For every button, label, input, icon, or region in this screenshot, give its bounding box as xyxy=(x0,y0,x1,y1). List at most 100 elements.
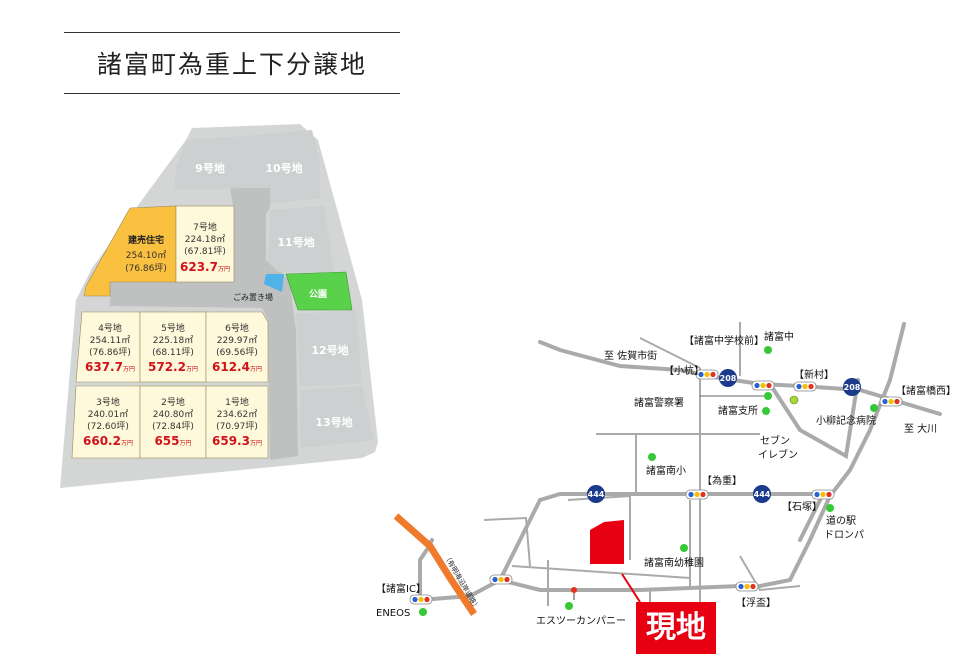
label-seven-1: セブン xyxy=(760,434,790,447)
signal-icon xyxy=(793,381,817,392)
route-208-b-label: 208 xyxy=(844,383,861,392)
route-444-shield-b: 444 xyxy=(753,485,771,503)
lot-5-tsubo: (68.11坪) xyxy=(152,347,194,358)
lot-1-tsubo: (70.97坪) xyxy=(216,421,258,432)
lot-5-name: 5号地 xyxy=(161,322,185,334)
genchi-badge xyxy=(636,602,716,654)
lot-11 xyxy=(268,206,334,272)
label-moroomi-hashinishi: 【諸富橋西】 xyxy=(896,384,956,397)
area-map: （有明海沿岸道路） 208 208 444 444 xyxy=(376,322,956,627)
lot-3-name: 3号地 xyxy=(96,396,120,408)
lot-4-price-text: 637.7万円 xyxy=(85,360,135,374)
lot-7-area: 224.18㎡ xyxy=(185,234,226,245)
signal-icon xyxy=(695,369,719,380)
lot-2-price: 655 xyxy=(154,434,179,448)
landmark-icon xyxy=(762,407,770,415)
route-208-shield-b: 208 xyxy=(843,378,861,396)
lot-3-price-unit: 万円 xyxy=(121,440,133,447)
lot-2[interactable] xyxy=(139,385,207,459)
lot-3-price: 660.2 xyxy=(83,434,121,448)
label-seven-2: イレブン xyxy=(758,448,798,461)
route-208-shield-a: 208 xyxy=(719,369,737,387)
expressway-label: （有明海沿岸道路） xyxy=(442,553,481,612)
landmark-icon xyxy=(826,504,834,512)
label-ukisato: 【浮盃】 xyxy=(736,597,776,609)
landmark-dots xyxy=(419,346,878,616)
title-frame: 諸富町為重上下分譲地 xyxy=(64,32,400,94)
lot-built-house-tsubo: (76.86坪) xyxy=(125,263,167,274)
lot-7-price-unit: 万円 xyxy=(218,266,230,273)
signal-icon xyxy=(409,594,433,605)
garbage-area xyxy=(264,274,284,292)
site-pointer xyxy=(621,573,641,603)
lot-built-house-area: 254.10㎡ xyxy=(126,250,167,261)
label-shinmura: 【新村】 xyxy=(794,368,834,381)
lot-9 xyxy=(174,136,246,190)
gray-lots xyxy=(174,130,374,448)
label-tameshige: 【為重】 xyxy=(702,474,742,487)
landmark-icon xyxy=(565,602,573,610)
landmark-icon xyxy=(419,608,427,616)
label-moroomi-chugakko-mae: 【諸富中学校前】 xyxy=(684,334,764,347)
lot-7[interactable] xyxy=(175,205,235,283)
lot-4-tsubo: (76.86坪) xyxy=(89,347,131,358)
lot-1-name: 1号地 xyxy=(225,396,249,408)
label-ishizuka: 【石塚】 xyxy=(782,501,822,513)
landmark-icon xyxy=(764,392,772,400)
label-michi-no-eki-2: ドロンパ xyxy=(824,529,864,541)
gas-station-icon xyxy=(571,587,577,600)
label-okawa: 至 大川 xyxy=(904,422,937,435)
lot-5-price: 572.2 xyxy=(148,360,186,374)
landmark-icon xyxy=(648,453,656,461)
lot-5-area: 225.18㎡ xyxy=(153,335,194,346)
garbage-label: ごみ置き場 xyxy=(233,292,273,302)
site-marker[interactable] xyxy=(590,520,624,564)
label-minami-sho: 諸富南小 xyxy=(646,464,686,477)
park-label: 公園 xyxy=(309,289,327,300)
label-moroomi-chu: 諸富中 xyxy=(764,330,794,343)
label-es-company: エスツーカンパニー xyxy=(536,615,626,627)
lot-3-tsubo: (72.60坪) xyxy=(87,421,129,432)
label-koyanagi: 小柳記念病院 xyxy=(816,414,876,427)
lot-7-price-text: 623.7万円 xyxy=(180,260,230,274)
signal-icon xyxy=(735,581,759,592)
label-minami-youchien: 諸富南幼稚園 xyxy=(644,556,704,569)
route-444-b-label: 444 xyxy=(754,490,771,499)
label-moroomi-shisho: 諸富支所 xyxy=(718,404,758,417)
lot-built-house-name: 建売住宅 xyxy=(128,234,164,246)
lot-6[interactable] xyxy=(205,311,269,383)
lot-5[interactable] xyxy=(139,311,207,383)
label-moroomi-keisatsu: 諸富警察署 xyxy=(634,396,684,409)
lot-1-price-text: 659.3万円 xyxy=(212,434,262,448)
expressway-line xyxy=(393,513,477,616)
route-444-shield-a: 444 xyxy=(587,485,605,503)
lot-1-price: 659.3 xyxy=(212,434,250,448)
lot-4-price: 637.7 xyxy=(85,360,123,374)
lot-10-label: 10号地 xyxy=(265,161,302,175)
lot-6-name: 6号地 xyxy=(225,322,249,334)
lot-2-name: 2号地 xyxy=(161,396,185,408)
lot-10 xyxy=(246,130,320,204)
lot-6-tsubo: (69.56坪) xyxy=(216,347,258,358)
landmark-icon xyxy=(764,346,772,354)
lot-2-area: 240.80㎡ xyxy=(153,409,194,420)
lot-2-price-unit: 万円 xyxy=(180,440,192,447)
lot-1-area: 234.62㎡ xyxy=(217,409,258,420)
lot-6-area: 229.97㎡ xyxy=(217,335,258,346)
lot-3-price-text: 660.2万円 xyxy=(83,434,133,448)
local-roads xyxy=(483,322,801,606)
lot-4-name: 4号地 xyxy=(98,322,122,334)
landmark-icon xyxy=(680,544,688,552)
lot-1[interactable] xyxy=(205,385,269,459)
lot-1-price-unit: 万円 xyxy=(250,440,262,447)
label-michi-no-eki-1: 道の駅 xyxy=(826,514,856,527)
route-208-a-label: 208 xyxy=(720,374,737,383)
route-444-a-label: 444 xyxy=(588,490,605,499)
signal-icon xyxy=(751,380,775,391)
lot-7-tsubo: (67.81坪) xyxy=(184,246,226,257)
label-saga-shigai: 至 佐賀市街 xyxy=(604,349,657,362)
signal-icon xyxy=(811,489,835,500)
road-block xyxy=(110,188,298,460)
lot-4-price-unit: 万円 xyxy=(123,366,135,373)
